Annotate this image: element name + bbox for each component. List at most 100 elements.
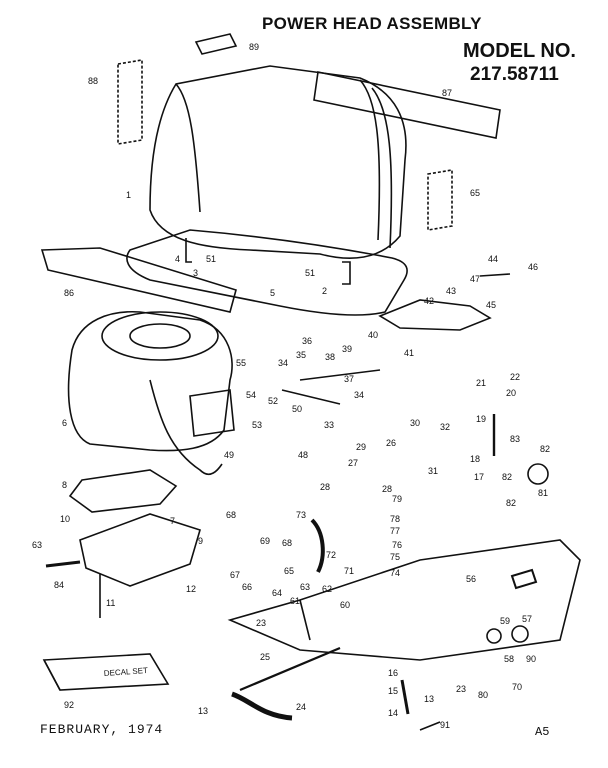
part-label: 82 <box>540 444 550 454</box>
part-label: 77 <box>390 526 400 536</box>
part-label: 44 <box>488 254 498 264</box>
part-label: 43 <box>446 286 456 296</box>
part-label: 82 <box>506 498 516 508</box>
part-label: 15 <box>388 686 398 696</box>
part-label: 11 <box>106 598 115 608</box>
part-label: 35 <box>296 350 306 360</box>
part-label: 17 <box>474 472 484 482</box>
part-label: 80 <box>478 690 488 700</box>
part-label: 86 <box>64 288 74 298</box>
part-label: 34 <box>354 390 364 400</box>
part-label: 34 <box>278 358 288 368</box>
part-label: 28 <box>382 484 392 494</box>
part-label: 89 <box>249 42 259 52</box>
part-label: 65 <box>284 566 294 576</box>
part-label: 75 <box>390 552 400 562</box>
part-label: 54 <box>246 390 256 400</box>
part-label: 67 <box>230 570 240 580</box>
part-label: 71 <box>344 566 354 576</box>
part-label: 24 <box>296 702 306 712</box>
part-label: 42 <box>424 296 434 306</box>
part-label: 59 <box>500 616 510 626</box>
part-label: 53 <box>252 420 262 430</box>
gasket-8 <box>68 469 178 513</box>
decal-set-label: DECAL SET <box>104 666 149 678</box>
part-label: 19 <box>476 414 486 424</box>
publication-date: FEBRUARY, 1974 <box>40 722 164 737</box>
part-label: 68 <box>282 538 292 548</box>
part-label: 78 <box>390 514 400 524</box>
decal-88 <box>117 59 143 145</box>
part-label: 79 <box>392 494 402 504</box>
part-label: 32 <box>440 422 450 432</box>
part-label: 4 <box>175 254 180 264</box>
part-label: 90 <box>526 654 536 664</box>
part-label: 66 <box>242 582 252 592</box>
part-label: 48 <box>298 450 308 460</box>
part-label: 82 <box>502 472 512 482</box>
part-label: 64 <box>272 588 282 598</box>
model-number-label: MODEL NO. <box>463 40 576 62</box>
part-label: 5 <box>270 288 275 298</box>
part-label: 46 <box>528 262 538 272</box>
part-label: 69 <box>260 536 270 546</box>
part-label: 63 <box>32 540 42 550</box>
part-label: 81 <box>538 488 548 498</box>
part-label: 87 <box>442 88 452 98</box>
part-label: 91 <box>440 720 450 730</box>
part-label: 25 <box>260 652 270 662</box>
engine-cover <box>149 65 407 259</box>
part-label: 68 <box>226 510 236 520</box>
part-label: 73 <box>296 510 306 520</box>
part-label: 16 <box>388 668 398 678</box>
part-label: 84 <box>54 580 64 590</box>
part-label: 38 <box>325 352 335 362</box>
part-label: 7 <box>170 516 175 526</box>
part-label: 60 <box>340 600 350 610</box>
part-label: 26 <box>386 438 396 448</box>
part-label: 92 <box>64 700 74 710</box>
part-label: 49 <box>224 450 234 460</box>
part-label: 9 <box>198 536 203 546</box>
part-label: 65 <box>470 188 480 198</box>
diagram-title: POWER HEAD ASSEMBLY <box>262 14 482 33</box>
part-label: 40 <box>368 330 378 340</box>
part-label: 10 <box>60 514 70 524</box>
part-label: 13 <box>198 706 208 716</box>
part-label: 88 <box>88 76 98 86</box>
part-label: 51 <box>206 254 216 264</box>
power-head <box>67 310 233 452</box>
part-label: 31 <box>428 466 438 476</box>
part-label: 13 <box>424 694 434 704</box>
part-label: 6 <box>62 418 67 428</box>
part-label: 56 <box>466 574 476 584</box>
part-label: 20 <box>506 388 516 398</box>
part-label: 45 <box>486 300 496 310</box>
part-label: 41 <box>404 348 414 358</box>
part-label: 83 <box>510 434 520 444</box>
decal-89 <box>194 33 238 55</box>
part-label: 36 <box>302 336 312 346</box>
decal-87 <box>313 71 501 139</box>
part-label: 27 <box>348 458 358 468</box>
part-label: 70 <box>512 682 522 692</box>
part-label: 33 <box>324 420 334 430</box>
part-label: 47 <box>470 274 480 284</box>
part-label: 74 <box>390 568 400 578</box>
page-code: A5 <box>535 725 550 739</box>
part-label: 22 <box>510 372 520 382</box>
part-label: 1 <box>126 190 131 200</box>
part-label: 23 <box>456 684 466 694</box>
part-label: 14 <box>388 708 398 718</box>
part-label: 8 <box>62 480 67 490</box>
decal-86 <box>40 247 237 313</box>
part-label: 12 <box>186 584 196 594</box>
part-label: 30 <box>410 418 420 428</box>
part-label: 28 <box>320 482 330 492</box>
part-label: 57 <box>522 614 532 624</box>
part-label: 52 <box>268 396 278 406</box>
part-label: 58 <box>504 654 514 664</box>
part-label: 76 <box>392 540 402 550</box>
part-label: 18 <box>470 454 480 464</box>
